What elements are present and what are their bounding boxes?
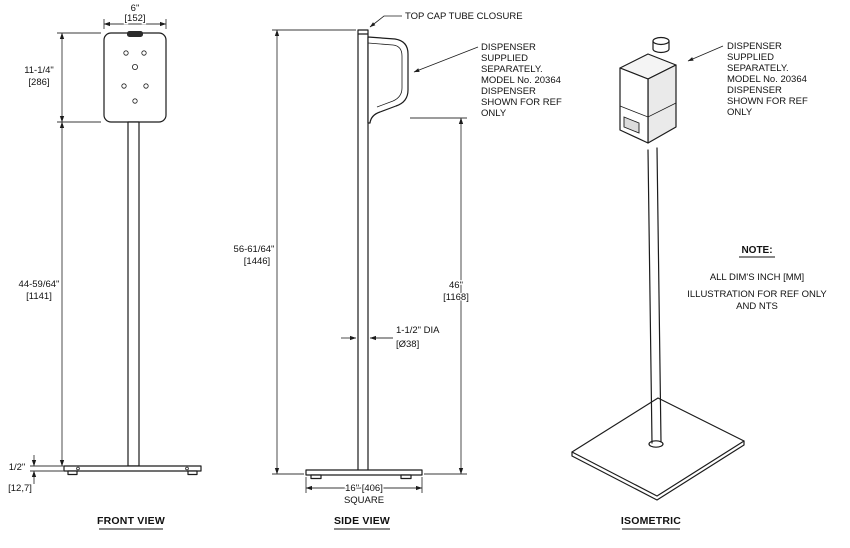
iso-note-line-7: ONLY xyxy=(727,107,753,118)
front-dispenser-holes xyxy=(121,50,149,104)
front-base xyxy=(63,465,202,472)
front-view-label: FRONT VIEW xyxy=(97,515,165,527)
iso-pole-left-edge xyxy=(647,149,653,444)
dim-base-thickness-mm: [12,7] xyxy=(8,483,32,494)
dim-front-base-thickness: 1/2" [12,7] xyxy=(7,455,64,495)
isometric-view-label: ISOMETRIC xyxy=(621,515,681,527)
dim-front-width-in: 6" xyxy=(131,3,140,14)
side-base xyxy=(305,469,423,476)
dim-mount-height-mm: [1168] xyxy=(443,292,469,303)
iso-dispenser-front-face xyxy=(619,67,649,144)
dim-tube-dia-in: 1-1/2" DIA xyxy=(396,325,440,336)
dim-side-total-height: 56-61/64" [1446] xyxy=(232,29,356,475)
iso-dispenser-note: DISPENSER SUPPLIED SEPARATELY. MODEL No.… xyxy=(726,40,809,120)
side-note-line-3: SEPARATELY. xyxy=(481,64,543,75)
general-note: NOTE: ALL DIM'S INCH [MM] ILLUSTRATION F… xyxy=(686,244,829,314)
dim-front-width: 6" [152] xyxy=(103,2,167,29)
dim-front-width-mm: [152] xyxy=(124,13,145,24)
note-line-1: ALL DIM'S INCH [MM] xyxy=(710,272,804,283)
iso-pole-right-edge xyxy=(656,147,662,443)
side-pole xyxy=(357,29,369,472)
isometric-view: DISPENSER SUPPLIED SEPARATELY. MODEL No.… xyxy=(571,36,829,530)
dim-dispenser-height-in: 11-1/4" xyxy=(24,65,54,76)
dim-front-dispenser-height: 11-1/4" [286] xyxy=(23,32,101,123)
dim-pole-height-mm: [1141] xyxy=(26,291,52,302)
iso-dispenser-outlet xyxy=(623,116,640,134)
side-note-line-2: SUPPLIED xyxy=(481,53,528,64)
side-dispenser-inner-line xyxy=(367,42,403,108)
iso-note-line-3: SEPARATELY. xyxy=(727,63,789,74)
dim-base-width: 16" [406] SQUARE xyxy=(305,477,423,507)
dim-front-pole-height: 44-59/64" [1141] xyxy=(17,121,65,467)
dim-side-mount-height: 46" [1168] xyxy=(410,117,470,475)
dim-dispenser-height-mm: [286] xyxy=(28,77,49,88)
front-pole xyxy=(127,121,140,467)
front-base-screw-right xyxy=(185,466,189,471)
note-title: NOTE: xyxy=(741,245,772,256)
dim-base-width-value: 16" [406] xyxy=(345,483,383,494)
iso-note-line-4: MODEL No. 20364 xyxy=(727,74,807,85)
side-base-foot-left xyxy=(310,474,322,480)
dim-base-shape: SQUARE xyxy=(344,495,384,506)
dim-tube-dia-mm: [Ø38] xyxy=(396,339,419,350)
iso-note-line-6: SHOWN FOR REF xyxy=(727,96,808,107)
front-base-screw-left xyxy=(76,466,80,471)
iso-note-line-5: DISPENSER xyxy=(727,85,782,96)
side-view: TOP CAP TUBE CLOSURE DISPENSER SUPPLIED … xyxy=(232,10,563,530)
front-base-foot-left xyxy=(67,470,78,476)
iso-note-line-1: DISPENSER xyxy=(727,41,782,52)
side-base-foot-right xyxy=(400,474,412,480)
side-note-line-4: MODEL No. 20364 xyxy=(481,75,561,86)
side-note-line-6: SHOWN FOR REF xyxy=(481,97,562,108)
dim-base-thickness-in: 1/2" xyxy=(9,462,26,473)
iso-note-line-2: SUPPLIED xyxy=(727,52,774,63)
front-base-foot-right xyxy=(187,470,198,476)
side-note-line-7: ONLY xyxy=(481,108,507,119)
front-dispenser-window xyxy=(127,31,143,37)
side-view-label: SIDE VIEW xyxy=(334,515,390,527)
iso-dispenser-right-face xyxy=(647,64,677,144)
front-dispenser-body xyxy=(103,32,167,123)
dim-pole-height-in: 44-59/64" xyxy=(19,279,60,290)
iso-dispenser-note-leader xyxy=(687,45,724,62)
side-dispenser-note-leader xyxy=(413,46,479,73)
note-line-2: ILLUSTRATION FOR REF ONLY xyxy=(687,289,827,300)
side-note-line-5: DISPENSER xyxy=(481,86,536,97)
dim-total-height-mm: [1446] xyxy=(244,256,270,267)
note-line-3: AND NTS xyxy=(736,301,778,312)
dim-tube-diameter: 1-1/2" DIA [Ø38] xyxy=(341,324,441,351)
side-dispenser-profile xyxy=(367,36,409,124)
side-dispenser-note: DISPENSER SUPPLIED SEPARATELY. MODEL No.… xyxy=(480,41,563,121)
top-cap-note: TOP CAP TUBE CLOSURE xyxy=(405,11,523,22)
front-view: 6" [152] 11-1/4" [286] 44-59/64" [1141] … xyxy=(7,2,202,530)
iso-dispenser-seam xyxy=(619,102,677,118)
side-note-line-1: DISPENSER xyxy=(481,42,536,53)
iso-top-cap xyxy=(652,36,670,46)
iso-base-thickness xyxy=(571,440,745,501)
dim-mount-height-in: 46" xyxy=(449,280,463,291)
top-cap-leader xyxy=(369,15,402,28)
dim-total-height-in: 56-61/64" xyxy=(234,244,275,255)
